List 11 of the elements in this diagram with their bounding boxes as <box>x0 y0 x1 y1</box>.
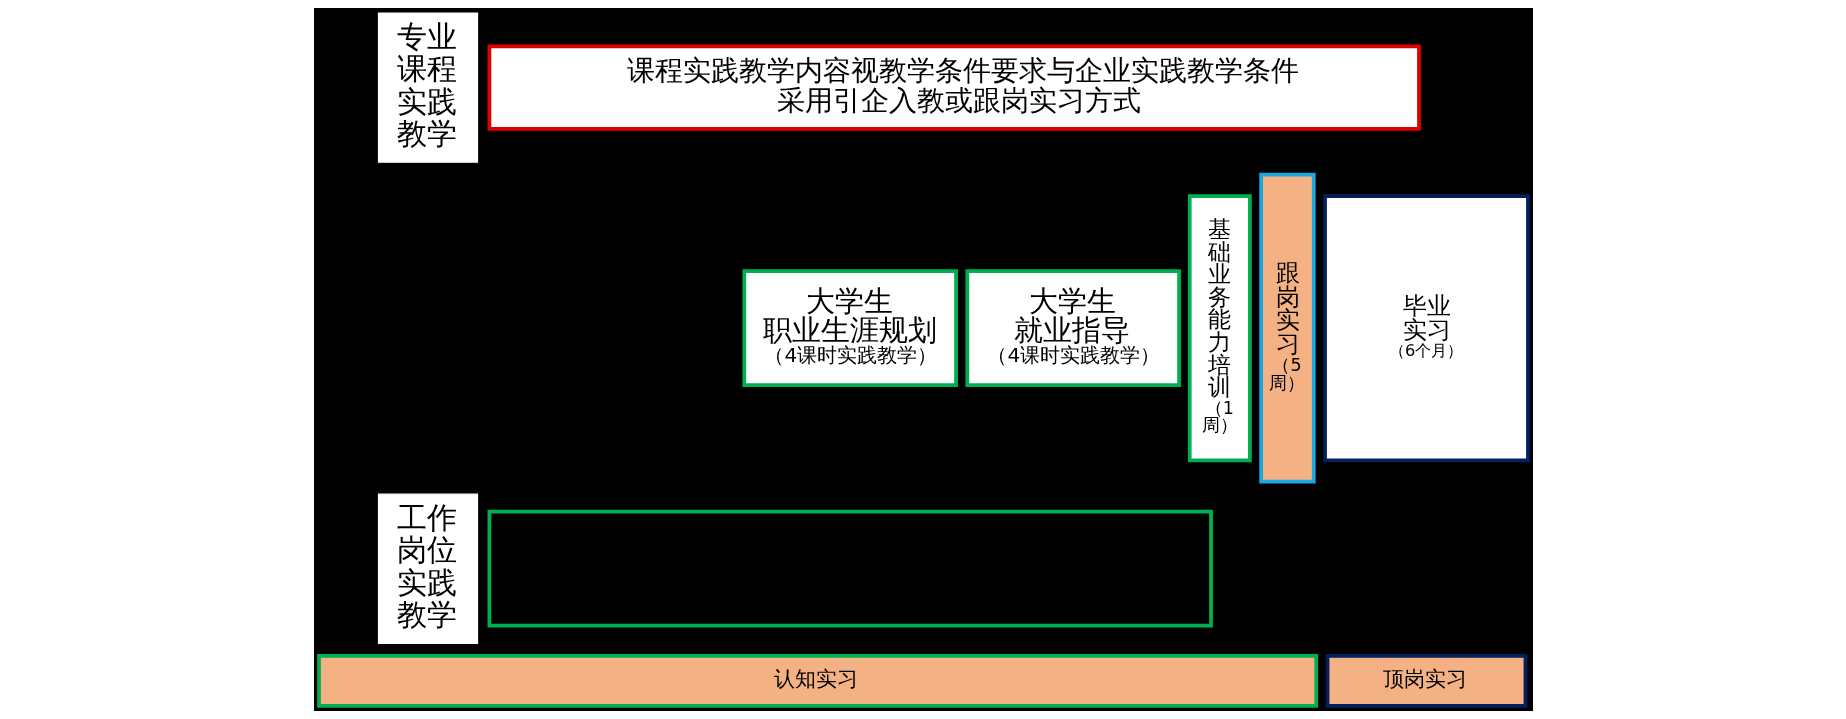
node-box: 大学生职业生涯规划 （4课时实践教学） <box>741 269 958 388</box>
node-box: 认知实习 <box>316 653 1318 708</box>
node-box: 大学生就业指导 （4课时实践教学） <box>964 269 1181 388</box>
node-box: 顶岗实习 <box>1325 653 1527 708</box>
node-box: 毕业实习 （6个月） <box>1322 194 1530 463</box>
node-box: 工作岗位实践教学 <box>377 493 478 644</box>
node-box: 课程实践教学内容视教学条件要求与企业实践教学条件采用引企入教或跟岗实习方式 <box>487 44 1421 131</box>
node-box <box>487 509 1213 628</box>
node-box: 基础业务能力培训 （1周） <box>1187 194 1252 463</box>
node-box: 专业课程实践教学 <box>377 12 478 163</box>
node-box: 跟岗实习 （5周） <box>1258 172 1316 484</box>
